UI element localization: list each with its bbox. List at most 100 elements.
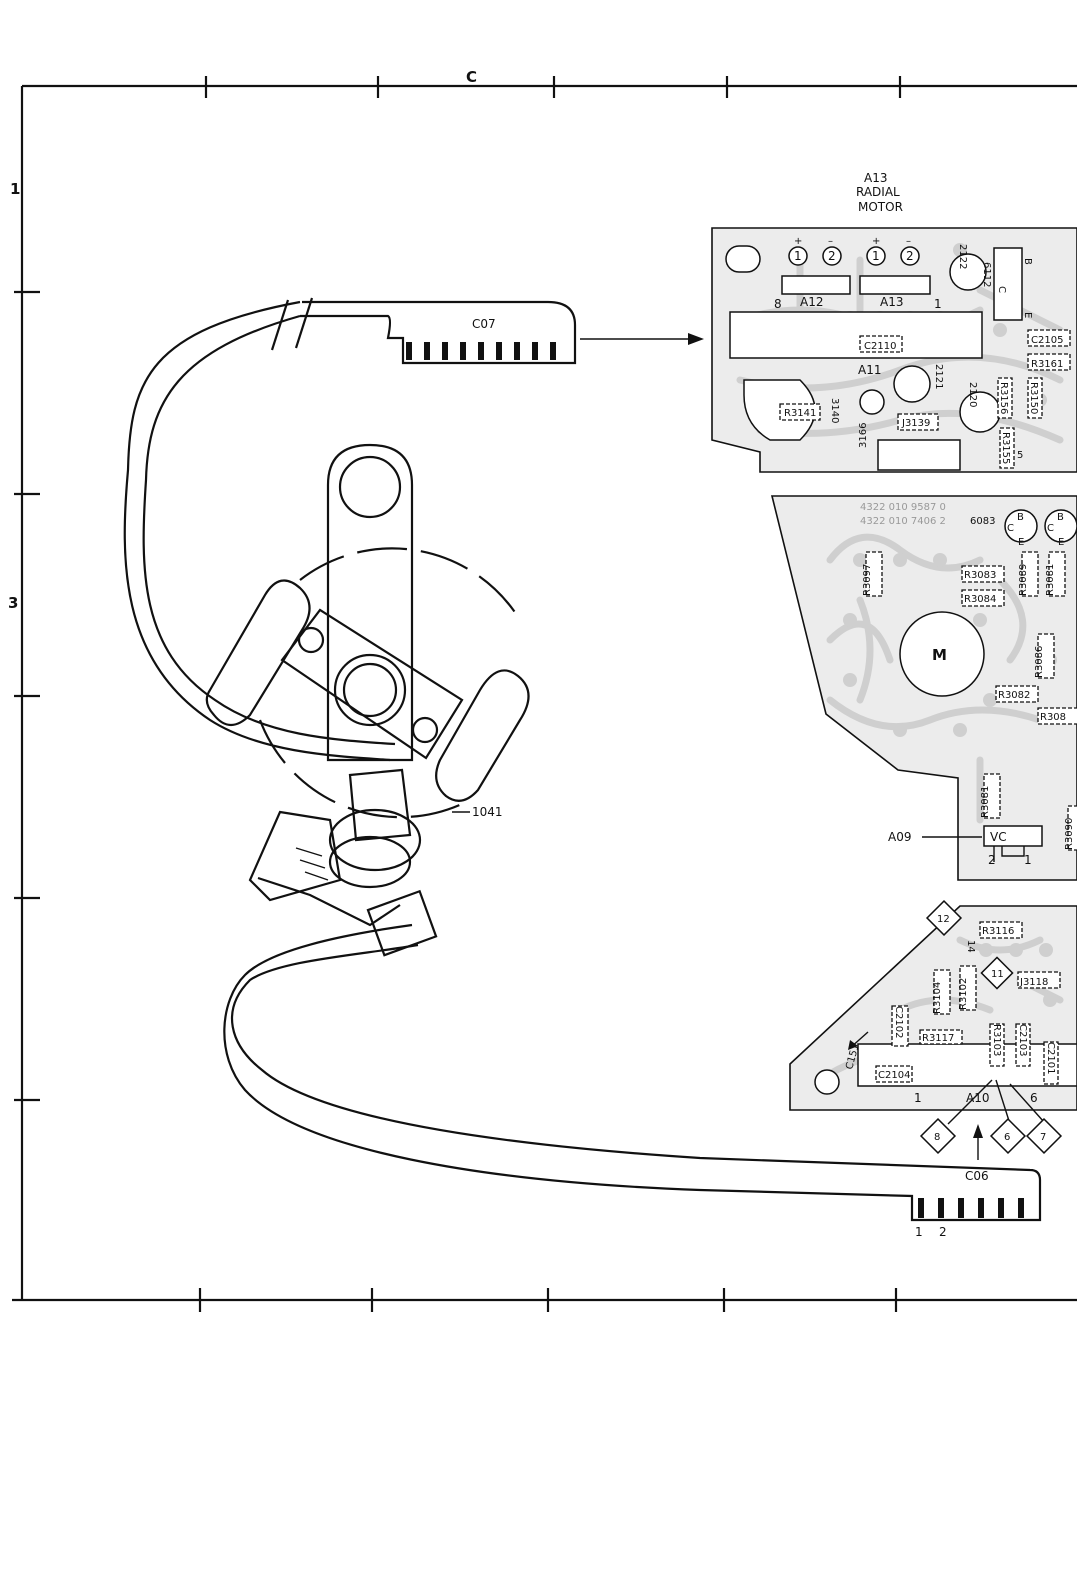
comp-r3156: R3156 [998,382,1009,414]
a10-diamond-markers [919,899,1063,1155]
a13-pin-1: 1 [872,249,880,263]
comp-r3141: R3141 [784,408,816,419]
a10-pin-6: 6 [1030,1091,1038,1105]
a13-transistor-e: E [1022,312,1033,318]
a12-polarity-minus: – [828,236,833,247]
comp-c2110: C2110 [864,341,896,352]
a13-title-line-3: MOTOR [858,200,903,214]
motor-transistor-c2: C [1047,523,1054,534]
c07-label: C07 [472,317,496,331]
motor-part-code-1: 4322 010 9587 0 [860,502,946,513]
board-a10 [789,905,1077,1160]
a13-title-line-2: RADIAL [856,185,900,199]
swing-arm-mechanism [205,443,530,957]
a09-vc-text: VC [990,830,1007,844]
a13-title-line-1: A13 [864,171,887,185]
diamond-label-6: 6 [1004,1132,1010,1143]
comp-3166: 3166 [858,423,869,448]
motor-transistor-b2: B [1057,512,1064,523]
a10-label: A10 [966,1091,989,1105]
comp-r3089: R3089 [1018,564,1029,596]
c07-arrow-icon [688,333,704,345]
comp-r3090: R3090 [1064,818,1075,850]
diamond-label-11: 11 [991,969,1004,980]
a09-label: A09 [888,830,911,844]
board-a13-pin-5: 5 [1017,450,1023,461]
comp-2121: 2121 [933,364,944,389]
c06-connector-pins [918,1198,1024,1218]
comp-j3118: J3118 [1019,977,1048,988]
comp-c2104: C2104 [878,1070,910,1081]
comp-2122: 2122 [957,244,968,269]
comp-r3116: R3116 [982,926,1014,937]
c07-connector-pins [406,342,556,360]
a13-transistor-c: C [996,286,1007,293]
comp-r3084: R3084 [964,594,996,605]
comp-r3103: R3103 [991,1024,1002,1056]
mechanism-label: 1041 [472,805,503,819]
a10-arrow-icon [973,1124,983,1138]
comp-6112: 6112 [981,262,992,287]
diamond-label-12: 12 [937,914,950,925]
diamond-marker-12 [925,899,963,937]
a09-pin-1: 1 [1024,853,1032,867]
comp-c2101: C2101 [1045,1042,1056,1074]
board-a13-pin-8: 8 [774,297,782,311]
a12-pin-2: 2 [828,249,836,263]
board-motor [770,495,1077,881]
comp-j3139: J3139 [901,418,930,429]
a10-pin-14: 14 [965,940,976,953]
a13-pin-2: 2 [906,249,914,263]
diamond-label-8: 8 [934,1132,940,1143]
diamond-marker-7 [1025,1117,1063,1155]
diamond-label-7: 7 [1040,1132,1046,1143]
comp-r3102: R3102 [958,978,969,1010]
comp-r3155: R3155 [1000,432,1011,464]
comp-r3150: R3150 [1028,382,1039,414]
motor-transistor-e1: E [1018,537,1024,548]
a12-polarity-plus: + [794,236,802,247]
board-a13 [711,227,1077,473]
diamond-marker-11 [980,956,1014,990]
comp-r3081-top: R3081 [1045,564,1056,596]
frame-column-label: C [466,68,477,86]
diamond-marker-8 [919,1117,957,1155]
a11-label: A11 [858,363,881,377]
a10-pin-1: 1 [914,1091,922,1105]
motor-m-label: M [932,646,947,664]
c06-label: C06 [965,1169,989,1183]
a13-connector-label: A13 [880,295,903,309]
motor-part-code-2: 4322 010 7406 2 [860,516,946,527]
c06-pin-1: 1 [915,1225,923,1239]
frame-row-label-1: 1 [10,180,20,198]
comp-r3161: R3161 [1031,359,1063,370]
comp-r3081: R3081 [980,786,991,818]
a09-pin-2: 2 [988,853,996,867]
comp-r3104: R3104 [932,982,943,1014]
ribbon-cable-c07 [123,297,704,762]
board-a13-pin-1: 1 [934,297,942,311]
comp-6083: 6083 [970,516,995,527]
comp-r3086: R3086 [1034,646,1045,678]
drawing-frame [12,76,1077,1312]
comp-r3117: R3117 [922,1033,954,1044]
comp-c2103: C2103 [1017,1024,1028,1056]
comp-2120: 2120 [967,382,978,407]
a13-polarity-minus: – [906,236,911,247]
motor-transistor-e2: E [1058,537,1064,548]
comp-3140: 3140 [829,398,840,423]
a13-polarity-plus: + [872,236,880,247]
ribbon-cable-c06 [223,923,1042,1222]
comp-r308: R308 [1040,712,1066,723]
motor-transistor-b1: B [1017,512,1024,523]
a12-label: A12 [800,295,823,309]
comp-r3097: R3097 [862,564,873,596]
a12-pin-1: 1 [794,249,802,263]
comp-c2102: C2102 [893,1006,904,1038]
diamond-marker-6 [989,1117,1027,1155]
comp-c2105: C2105 [1031,335,1063,346]
comp-r3082: R3082 [998,690,1030,701]
c06-pin-2: 2 [939,1225,947,1239]
comp-r3083: R3083 [964,570,996,581]
